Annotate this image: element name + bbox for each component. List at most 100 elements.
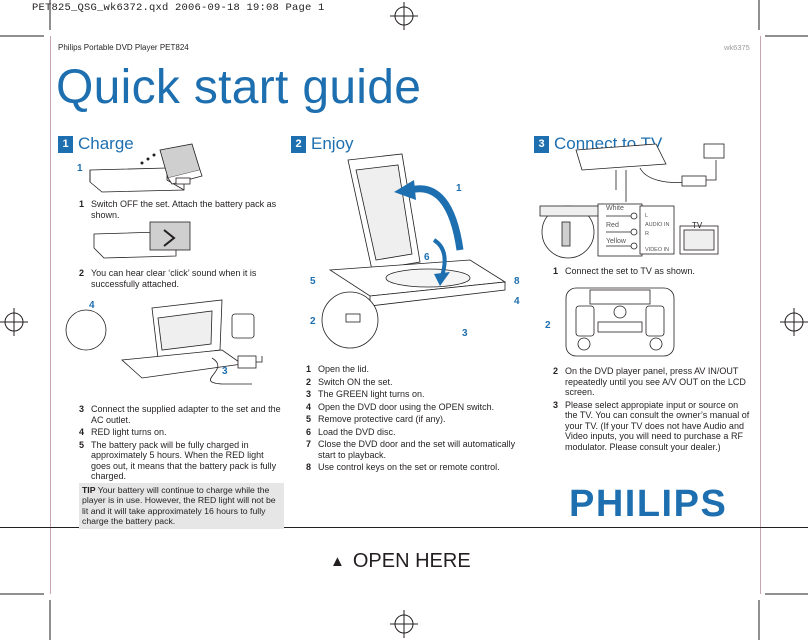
step-text: The GREEN light turns on.	[318, 389, 425, 399]
step-text: Load the DVD disc.	[318, 426, 396, 437]
print-slug: PET825_QSG_wk6372.qxd 2006-09-18 19:08 P…	[32, 2, 325, 14]
step-item: 5 The battery pack will be fully charged …	[79, 440, 284, 482]
label-white: White	[606, 205, 624, 212]
document-code: wk6375	[724, 43, 750, 52]
step-item: 4 Open the DVD door using the OPEN switch…	[306, 402, 528, 413]
page-title: Quick start guide	[56, 61, 422, 114]
callout-2: 2	[545, 320, 551, 331]
step-text: RED light turns on.	[91, 427, 167, 437]
step-number: 7	[306, 439, 312, 449]
callout-6: 6	[424, 252, 430, 263]
callout-1: 1	[456, 183, 462, 194]
step-item: 1 Switch OFF the set. Attach the battery …	[79, 199, 284, 220]
step-number: 5	[79, 439, 85, 450]
tip-text: Your battery will continue to charge whi…	[82, 485, 276, 527]
step-item: 1 Open the lid.	[306, 364, 528, 375]
page-frame	[50, 36, 761, 594]
step-text: Close the DVD door and the set will auto…	[318, 439, 516, 460]
step-number: 5	[306, 414, 312, 424]
tip-label: TIP	[82, 485, 96, 495]
step-text: Open the lid.	[318, 364, 370, 374]
step-item: 1 Connect the set to TV as shown.	[553, 266, 753, 277]
step-text: On the DVD player panel, press AV IN/OUT…	[565, 366, 746, 397]
product-name: Philips Portable DVD Player PET824	[58, 43, 189, 52]
tv-connection-illustration	[539, 143, 725, 259]
step-number: 2	[553, 366, 559, 376]
open-here-text: OPEN HERE	[352, 550, 471, 572]
step-text: Connect the supplied adapter to the set …	[91, 404, 281, 425]
step-number: 2	[79, 268, 85, 278]
step-text: Remove protective card (if any).	[318, 414, 446, 424]
label-tv: TV	[692, 221, 703, 230]
step-item: 3 The GREEN light turns on.	[306, 389, 528, 400]
tip-box: TIP Your battery will continue to charge…	[79, 483, 284, 529]
section-title: Charge	[78, 134, 134, 153]
step-number: 2	[306, 376, 312, 387]
step-number: 3	[306, 389, 312, 399]
callout-3: 3	[222, 366, 228, 377]
step-number: 4	[79, 427, 85, 437]
step-number: 4	[306, 401, 312, 412]
step-item: 7 Close the DVD door and the set will aut…	[306, 439, 528, 460]
label-yellow: Yellow	[606, 238, 626, 245]
section-number: 3	[534, 135, 549, 153]
section-enjoy-heading: 2 Enjoy	[291, 134, 354, 154]
callout-4: 4	[514, 296, 520, 307]
open-lid-illustration	[321, 153, 507, 349]
step-item: 2 On the DVD player panel, press AV IN/OU…	[553, 366, 753, 398]
step-item: 4 RED light turns on.	[79, 427, 284, 438]
battery-attach-illustration	[89, 143, 203, 193]
callout-3: 3	[462, 328, 468, 339]
philips-logo: PHILIPS	[569, 483, 728, 525]
label-l: L	[645, 213, 649, 219]
battery-click-illustration	[93, 221, 191, 259]
label-audio-in: AUDIO IN	[645, 222, 670, 228]
callout-1: 1	[77, 163, 83, 174]
step-item: 2 Switch ON the set.	[306, 377, 528, 388]
step-number: 1	[553, 266, 559, 276]
section-title: Enjoy	[311, 134, 354, 153]
step-item: 2 You can hear clear ‘click’ sound when i…	[79, 268, 284, 289]
step-item: 6 Load the DVD disc.	[306, 427, 528, 438]
step-text: Connect the set to TV as shown.	[565, 266, 695, 276]
step-item: 3 Connect the supplied adapter to the set…	[79, 404, 284, 425]
step-text: Please select appropiate input or source…	[565, 399, 750, 452]
step-text: Switch OFF the set. Attach the battery p…	[91, 199, 277, 220]
callout-5: 5	[310, 276, 316, 287]
charge-steps-b: 2 You can hear clear ‘click’ sound when i…	[79, 268, 284, 291]
callout-8: 8	[514, 276, 520, 287]
label-red: Red	[606, 222, 619, 229]
step-number: 1	[306, 364, 312, 374]
section-number: 1	[58, 135, 73, 153]
callout-4: 4	[89, 300, 95, 311]
step-item: 5 Remove protective card (if any).	[306, 414, 528, 425]
step-item: 3 Please select appropiate input or sourc…	[553, 400, 753, 453]
step-number: 6	[306, 426, 312, 437]
callout-2: 2	[310, 316, 316, 327]
tv-steps-b: 2 On the DVD player panel, press AV IN/OU…	[553, 366, 753, 454]
dvd-panel-illustration	[565, 287, 675, 357]
step-number: 1	[79, 199, 85, 209]
fold-line	[0, 527, 808, 528]
step-number: 8	[306, 462, 312, 472]
step-text: Switch ON the set.	[318, 376, 393, 387]
open-here-label: ▲ OPEN HERE	[330, 550, 471, 573]
enjoy-steps: 1 Open the lid. 2 Switch ON the set. 3 The …	[306, 364, 528, 475]
section-charge-heading: 1 Charge	[58, 134, 134, 154]
step-item: 8 Use control keys on the set or remote c…	[306, 462, 528, 473]
step-text: Use control keys on the set or remote co…	[318, 462, 500, 472]
section-number: 2	[291, 135, 306, 153]
charge-steps-c: 3 Connect the supplied adapter to the set…	[79, 404, 284, 484]
charge-steps-a: 1 Switch OFF the set. Attach the battery …	[79, 199, 284, 222]
step-text: Open the DVD door using the OPEN switch.	[318, 401, 495, 412]
adapter-connection-illustration	[65, 299, 263, 385]
step-number: 3	[553, 399, 559, 410]
label-video-in: VIDEO IN	[645, 247, 670, 253]
step-text: You can hear clear ‘click’ sound when it…	[91, 268, 257, 289]
tv-steps-a: 1 Connect the set to TV as shown.	[553, 266, 753, 279]
step-number: 3	[79, 404, 85, 414]
step-text: The battery pack will be fully charged i…	[91, 439, 277, 482]
triangle-up-icon: ▲	[330, 553, 345, 570]
label-r: R	[645, 231, 649, 237]
